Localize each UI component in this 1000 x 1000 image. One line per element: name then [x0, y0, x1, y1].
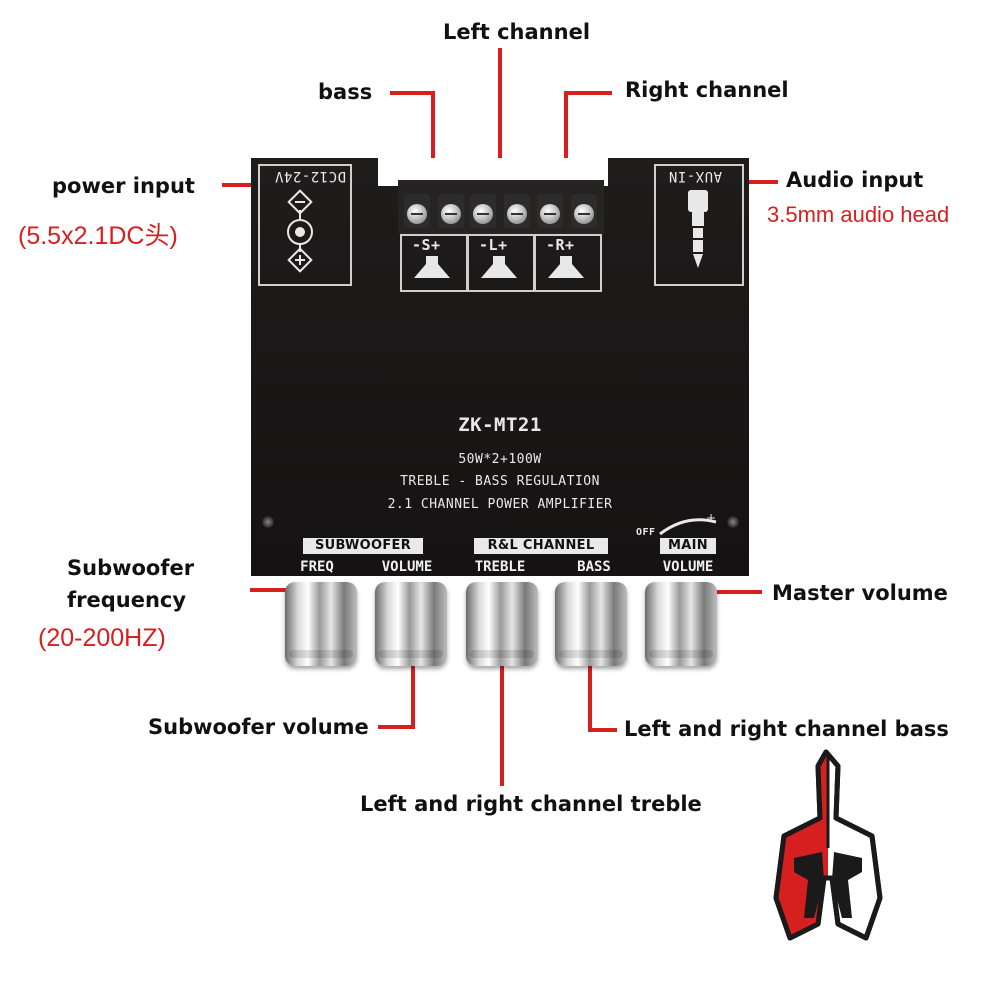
terminal-r-minus [537, 194, 563, 228]
svg-text:+: + [706, 512, 716, 525]
terminal-r-plus [571, 194, 597, 228]
callout-audio-input-sub: 3.5mm audio head [767, 202, 950, 227]
knob-label-freq: FREQ [300, 559, 334, 575]
callout-subwoofer-volume: Subwoofer volume [148, 715, 369, 739]
aux-label: AUX-IN [668, 168, 722, 184]
mount-hole-left [262, 516, 274, 528]
dc-label: DC12-24V [274, 168, 346, 184]
callout-subwoofer-frequency-1: Subwoofer [67, 556, 195, 580]
model-name: ZK-MT21 [458, 414, 542, 436]
amplifier-text: 2.1 CHANNEL POWER AMPLIFIER [387, 497, 613, 512]
knob-bass[interactable] [555, 582, 627, 666]
callout-subwoofer-frequency-sub: (20-200HZ) [38, 624, 166, 652]
mount-hole-right [727, 516, 739, 528]
knob-label-treble: TREBLE [474, 559, 526, 575]
group-main: MAIN [660, 538, 716, 554]
knob-subwoofer-freq[interactable] [285, 582, 357, 666]
power-spec: 50W*2+100W [458, 452, 542, 467]
knob-label-bass: BASS [577, 559, 611, 575]
dc-jack-icon [287, 189, 313, 273]
speaker-icons [414, 256, 584, 278]
regulation-text: TREBLE - BASS REGULATION [400, 474, 600, 489]
channel-l-label: -L+ [479, 236, 508, 254]
terminal-s-plus [438, 194, 464, 228]
callout-subwoofer-frequency-2: frequency [67, 588, 187, 612]
callout-left-channel: Left channel [443, 20, 591, 44]
off-label: OFF [636, 527, 656, 538]
channel-r-box [534, 234, 602, 292]
terminal-l-minus [470, 194, 496, 228]
terminal-l-plus [504, 194, 530, 228]
callout-lr-treble: Left and right channel treble [360, 792, 702, 816]
callout-power-input-sub: (5.5x2.1DC头) [18, 222, 178, 250]
knob-subwoofer-volume[interactable] [375, 582, 447, 666]
group-rl-channel: R&L CHANNEL [474, 538, 608, 554]
knob-main-volume[interactable] [645, 582, 717, 666]
knob-label-main-volume: VOLUME [662, 559, 714, 575]
dc-input-panel [258, 164, 352, 286]
spartan-helmet-logo [773, 749, 883, 941]
callout-bass: bass [318, 80, 373, 104]
knob-label-sub-volume: VOLUME [381, 559, 433, 575]
terminal-s-minus [404, 194, 430, 228]
speaker-terminal-block [398, 180, 604, 234]
channel-r-label: -R+ [546, 236, 575, 254]
callout-lr-bass: Left and right channel bass [624, 717, 949, 741]
callout-master-volume: Master volume [772, 581, 948, 605]
channel-s-label: -S+ [412, 236, 441, 254]
aux-input-panel [654, 164, 744, 286]
callout-audio-input: Audio input [786, 168, 924, 192]
group-subwoofer: SUBWOOFER [303, 538, 423, 554]
volume-arc-icon: + [659, 512, 717, 536]
callout-right-channel: Right channel [625, 78, 789, 102]
audio-jack-icon [688, 190, 708, 268]
callout-power-input: power input [52, 174, 195, 198]
knob-treble[interactable] [466, 582, 538, 666]
